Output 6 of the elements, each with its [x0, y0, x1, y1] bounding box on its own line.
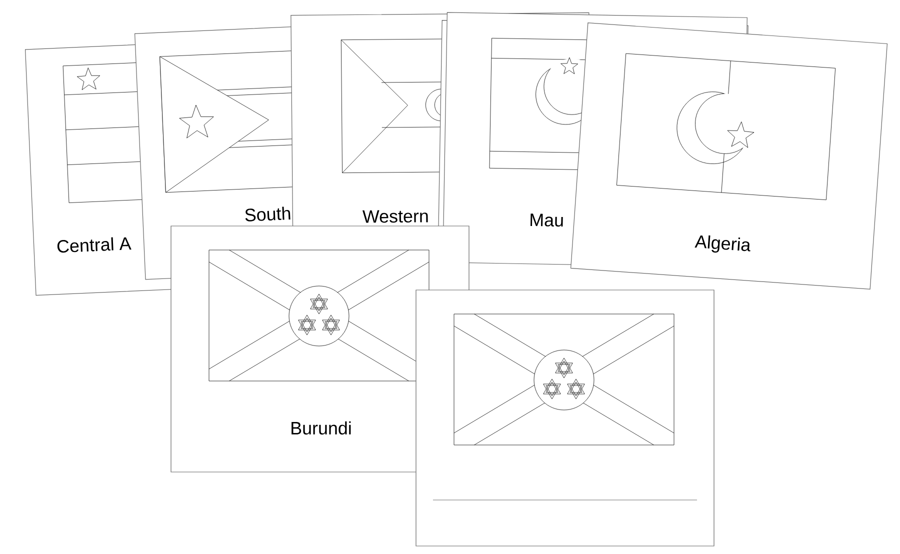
card-caption: Burundi: [292, 421, 351, 435]
card-caption: Mau: [530, 214, 563, 227]
card-caption: South: [245, 206, 290, 222]
card-caption: Western: [362, 210, 428, 223]
card-caption: Algeria: [694, 235, 750, 253]
card-caption: Central A: [57, 237, 132, 253]
